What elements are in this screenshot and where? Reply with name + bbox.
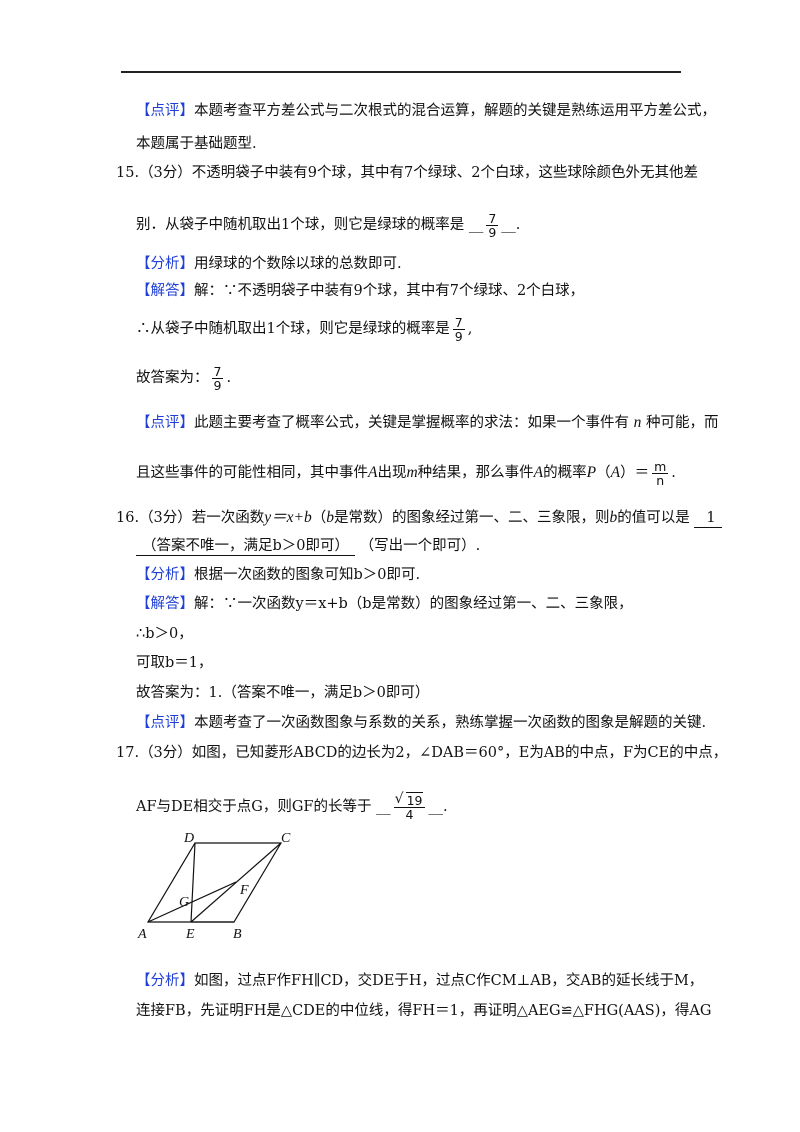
q15-analysis: 【分析】用绿球的个数除以球的总数即可. [136, 256, 402, 272]
q16-answer-line1: 【解答】解：∵一次函数y＝x+b（b是常数）的图象经过第一、二、三象限， [136, 596, 633, 612]
segment-af [147, 881, 237, 923]
q16-answer-blank: 1 [694, 509, 722, 528]
q15-answer-line1: 【解答】解：∵不透明袋子中装有9个球，其中有7个绿球、2个白球， [136, 283, 585, 299]
question-number: 15. [116, 165, 140, 181]
q14-comment-line2: 本题属于基础题型. [136, 136, 257, 152]
q15-comment-line1: 【点评】此题主要考查了概率公式，关键是掌握概率的求法：如果一个事件有 n 种可能… [136, 414, 719, 431]
q16-analysis: 【分析】根据一次函数的图象可知b＞0即可. [136, 567, 421, 583]
q16-answer-line3: 可取b＝1， [136, 655, 213, 671]
label-a: A [137, 927, 147, 942]
rhombus-abcd [146, 842, 283, 923]
label-e: E [185, 927, 195, 942]
q16-answer-line4: 故答案为：1.（答案不唯一，满足b＞0即可） [136, 685, 430, 701]
rhombus-figure: A E B C D F G [136, 828, 306, 946]
q16-comment: 【点评】本题考查了一次函数图象与系数的关系，熟练掌握一次函数的图象是解题的关键. [136, 715, 707, 731]
label-g: G [179, 895, 189, 910]
label-f: F [239, 883, 249, 898]
q16-answer-blank-cont: （答案不唯一，满足b＞0即可） [136, 537, 356, 556]
q17-analysis-line1: 【分析】如图，过点F作FH∥CD，交DE于H，过点C作CM⊥AB，交AB的延长线… [136, 973, 704, 989]
q17-stem-line1: 17.（3分）如图，已知菱形ABCD的边长为2，∠DAB＝60°，E为AB的中点… [116, 745, 728, 761]
q16-stem-line1: 16.（3分）若一次函数y＝x+b（b是常数）的图象经过第一、二、三象限，则b的… [116, 505, 722, 531]
comment-tag: 【点评】 [136, 103, 194, 119]
q16-stem-line2: （答案不唯一，满足b＞0即可） （写出一个即可）. [136, 533, 480, 559]
q17-stem-line2: AF与DE相交于点G，则GF的长等于 __194__. [136, 790, 448, 824]
label-d: D [183, 831, 194, 846]
label-c: C [281, 831, 291, 846]
header-rule [121, 71, 681, 73]
label-b: B [233, 927, 242, 942]
q14-comment-line1: 【点评】本题考查平方差公式与二次根式的混合运算，解题的关键是熟练运用平方差公式， [136, 103, 716, 119]
segment-de [190, 842, 196, 923]
rhombus-diagram: A E B C D F G [137, 831, 291, 942]
answer-sqrt-fraction: 194 [393, 791, 426, 821]
q17-analysis-line2: 连接FB，先证明FH是△CDE的中位线，得FH＝1，再证明△AEG≌△FHG(A… [136, 1003, 712, 1019]
q16-answer-line2: ∴b＞0， [136, 626, 193, 642]
q15-stem-line1: 15.（3分）不透明袋子中装有9个球，其中有7个绿球、2个白球，这些球除颜色外无… [116, 165, 698, 181]
